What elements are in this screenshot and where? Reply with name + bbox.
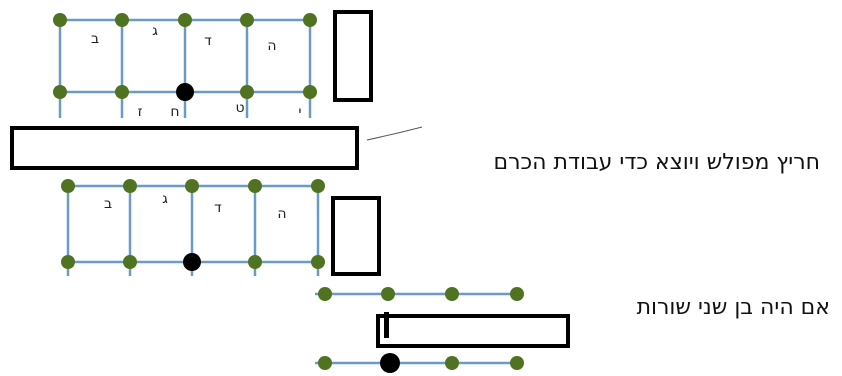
vine-dot — [510, 356, 524, 370]
vine-dot — [445, 287, 459, 301]
vine-dot — [123, 179, 137, 193]
vine-dot — [240, 85, 254, 99]
vine-dot — [115, 85, 129, 99]
figure-two-rows — [315, 287, 570, 373]
vine-dot — [53, 85, 67, 99]
vine-dot — [240, 13, 254, 27]
grid-letter: י — [298, 104, 301, 120]
vine-dot — [178, 13, 192, 27]
vine-dot — [248, 179, 262, 193]
grid-letter: ד — [204, 33, 212, 49]
vine-dot — [303, 85, 317, 99]
side-box-top — [333, 10, 373, 102]
bar-mark — [384, 312, 389, 338]
strip-box-bottom — [376, 314, 570, 348]
grid-letter: ב — [91, 31, 99, 47]
grid-letter: ג — [152, 23, 158, 39]
vine-dot — [510, 287, 524, 301]
vine-dot — [381, 287, 395, 301]
caption-unplowed-strip: חריץ מפולש ויוצא כדי עבודת הכרם — [493, 150, 820, 175]
grid-letter: ח — [170, 104, 179, 120]
grid-letter: ז — [138, 104, 143, 120]
vine-dot — [318, 356, 332, 370]
vine-dot — [61, 255, 75, 269]
grid-letter: ד — [214, 200, 222, 216]
grid-letter: ה — [277, 206, 286, 222]
vine-dot — [318, 287, 332, 301]
caption-between-two-rows: אם היה בן שני שורות — [636, 295, 830, 320]
grid-letter: ה — [267, 38, 276, 54]
marked-vine-dot — [176, 83, 194, 101]
grid-letter: ב — [104, 196, 112, 212]
vine-dot — [53, 13, 67, 27]
strip-box-top — [10, 126, 359, 170]
side-box-middle — [331, 196, 381, 276]
vine-dot — [61, 179, 75, 193]
marked-vine-dot — [183, 253, 201, 271]
vine-dot — [115, 13, 129, 27]
vine-dot — [445, 356, 459, 370]
vine-dot — [123, 255, 137, 269]
vine-dot — [248, 255, 262, 269]
marked-vine-dot — [380, 353, 400, 373]
vine-dot — [311, 179, 325, 193]
figure-middle-grid: ב ג ד ה — [61, 179, 381, 276]
vine-dot — [311, 255, 325, 269]
grid-letter: ג — [162, 191, 168, 207]
grid-letter: ט — [235, 100, 244, 116]
vine-dot — [303, 13, 317, 27]
pointer-line — [366, 126, 423, 141]
figure-top-grid: ב ג ד ה ז ח ט י — [10, 10, 423, 170]
vine-dot — [185, 179, 199, 193]
